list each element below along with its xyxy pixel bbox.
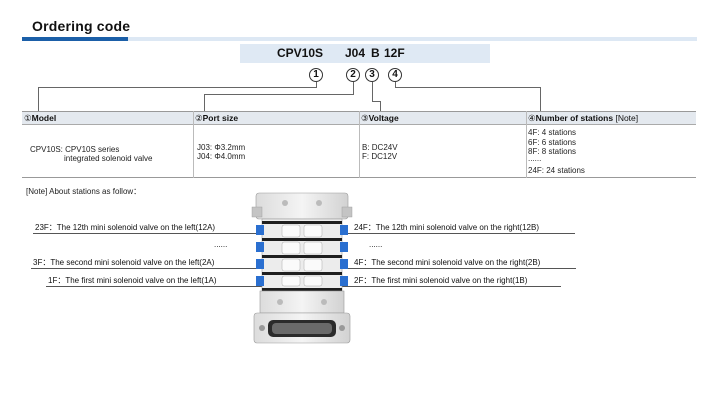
underline-24f <box>330 233 575 234</box>
stations-4f: 4F: 4 stations <box>528 128 577 137</box>
leader-1-h <box>38 87 317 88</box>
leader-2-h <box>204 94 354 95</box>
leader-4-drop <box>540 87 541 112</box>
stations-note: [Note] About stations as follow： <box>26 187 142 196</box>
label-24f: 24F：The 12th mini solenoid valve on the … <box>354 223 539 232</box>
code-port: J04 <box>345 46 366 60</box>
leader-4-h <box>395 87 540 88</box>
marker-4: 4 <box>388 68 402 82</box>
underline-1f <box>46 286 275 287</box>
header-stations: ④Number of stations [Note] <box>528 113 639 123</box>
section-title: Ordering code <box>32 18 131 34</box>
leader-2-v <box>353 82 354 94</box>
leader-3-v <box>372 82 373 101</box>
title-underline-accent <box>22 37 128 41</box>
label-4f: 4F：The second mini solenoid valve on the… <box>354 258 541 267</box>
voltage-b: B: DC24V <box>362 143 398 152</box>
code-band <box>240 44 490 63</box>
table-col-divider <box>526 111 527 178</box>
marker-3: 3 <box>365 68 379 82</box>
table-col-divider <box>359 111 360 178</box>
title-underline <box>22 37 697 41</box>
leader-4-v <box>395 82 396 87</box>
leader-3-h <box>372 101 380 102</box>
leader-3-drop <box>380 101 381 112</box>
leader-1-drop <box>38 87 39 112</box>
header-port-size: ②Port size <box>195 113 239 123</box>
stations-ellipsis: ...... <box>528 154 542 163</box>
label-right-ellipsis: ...... <box>369 240 383 249</box>
stations-24f: 24F: 24 stations <box>528 166 585 175</box>
valve-manifold-image <box>251 192 353 344</box>
label-2f: 2F：The first mini solenoid valve on the … <box>354 276 528 285</box>
underline-4f <box>330 268 576 269</box>
stations-8f: 8F: 8 stations <box>528 147 577 156</box>
header-model: ①Model <box>24 113 57 123</box>
voltage-f: F: DC12V <box>362 152 398 161</box>
port-j04: J04: Φ4.0mm <box>197 152 246 161</box>
underline-23f <box>33 233 275 234</box>
leader-2-drop <box>204 94 205 112</box>
label-1f: 1F：The first mini solenoid valve on the … <box>48 276 217 285</box>
table-col-divider <box>193 111 194 178</box>
marker-2: 2 <box>346 68 360 82</box>
label-left-ellipsis: ...... <box>214 240 228 249</box>
model-line-2: integrated solenoid valve <box>64 154 153 163</box>
leader-1-v <box>316 82 317 87</box>
underline-3f <box>31 268 275 269</box>
port-j03: J03: Φ3.2mm <box>197 143 246 152</box>
stations-6f: 6F: 6 stations <box>528 138 577 147</box>
marker-1: 1 <box>309 68 323 82</box>
label-23f: 23F：The 12th mini solenoid valve on the … <box>35 223 216 232</box>
code-series: CPV10S <box>277 46 324 60</box>
code-stations: 12F <box>384 46 405 60</box>
model-line-1: CPV10S: CPV10S series <box>30 145 120 154</box>
label-3f: 3F：The second mini solenoid valve on the… <box>33 258 215 267</box>
underline-2f <box>330 286 561 287</box>
header-voltage: ③Voltage <box>361 113 399 123</box>
code-voltage: B <box>371 46 380 60</box>
